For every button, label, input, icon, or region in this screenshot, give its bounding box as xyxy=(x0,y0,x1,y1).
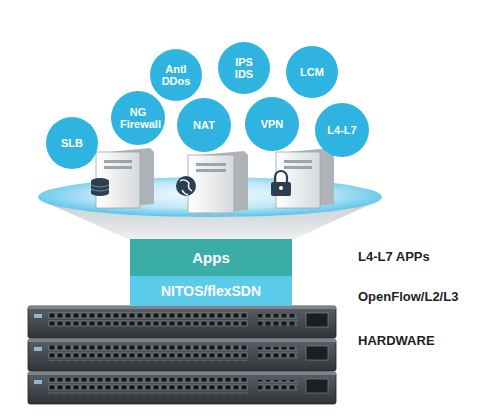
server-tower xyxy=(91,148,154,208)
node-text: L4-L7 xyxy=(324,124,360,136)
server-tower xyxy=(176,151,248,214)
layer-label: HARDWARE xyxy=(358,333,435,348)
os-layer: NITOS/flexSDN xyxy=(130,276,292,306)
node-text: Antl DDos xyxy=(158,63,194,87)
layer-label: L4-L7 APPs xyxy=(358,249,430,264)
node-text: LCM xyxy=(294,66,330,78)
network-switch xyxy=(28,372,336,404)
node-text: Apps xyxy=(192,249,230,266)
node-text: NG Firewall xyxy=(120,106,156,130)
node-text: NITOS/flexSDN xyxy=(161,283,261,299)
service-bubble: VPN xyxy=(245,97,299,151)
network-switch xyxy=(28,339,336,371)
layer-label: OpenFlow/L2/L3 xyxy=(358,289,458,304)
service-bubble: Antl DDos xyxy=(150,49,202,101)
service-bubble: L4-L7 xyxy=(315,103,369,157)
switch-stack xyxy=(28,306,336,404)
node-text: SLB xyxy=(54,137,90,149)
service-bubble: SLB xyxy=(46,117,98,169)
network-switch xyxy=(28,306,336,338)
node-text: NAT xyxy=(186,119,222,131)
service-bubble: NG Firewall xyxy=(111,91,165,145)
service-bubble: NAT xyxy=(177,98,231,152)
service-bubble: IPS IDS xyxy=(218,42,270,94)
node-text: VPN xyxy=(254,118,290,130)
service-bubble: LCM xyxy=(286,46,338,98)
server-tower xyxy=(271,148,334,208)
node-text: IPS IDS xyxy=(226,56,262,80)
apps-layer: Apps xyxy=(130,239,292,276)
